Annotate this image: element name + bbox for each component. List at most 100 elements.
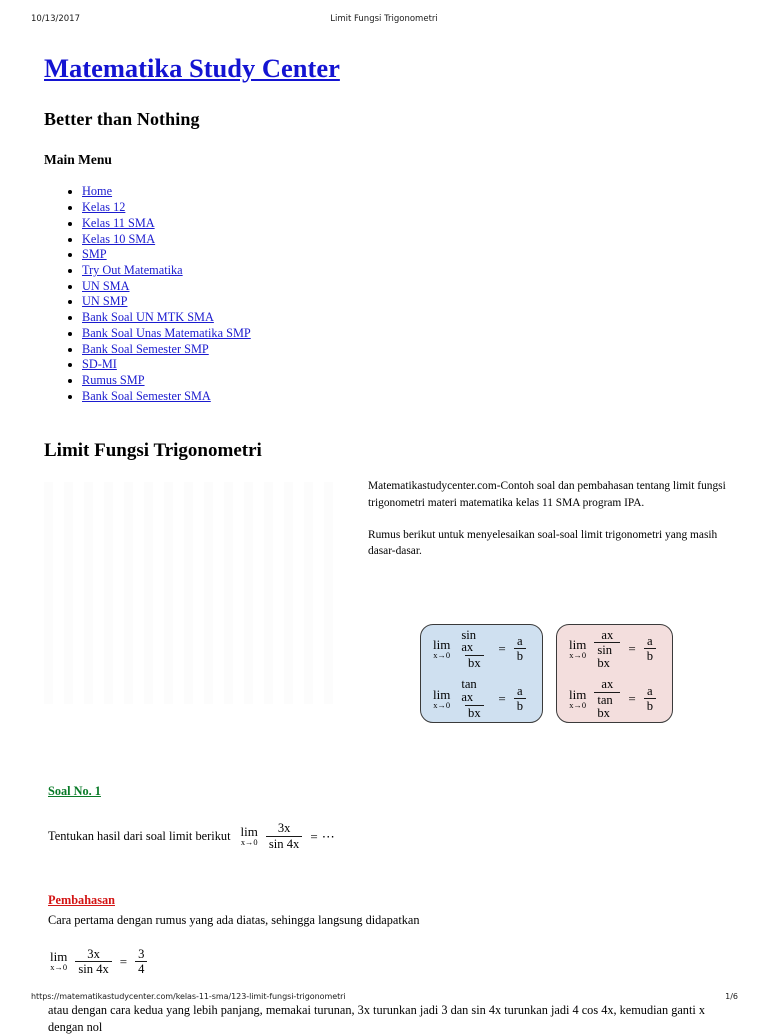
result-fraction: 3 4 xyxy=(135,946,148,976)
fraction: 3x sin 4x xyxy=(75,947,112,976)
result-denominator: b xyxy=(513,698,526,713)
limit-subscript: x→0 xyxy=(433,650,451,660)
formula-row: lim x→0 sin ax bx = a b xyxy=(433,627,530,670)
formula-boxes: lim x→0 sin ax bx = a b lim xyxy=(420,624,673,724)
fraction: ax tan bx xyxy=(594,678,621,719)
limit-op-text: lim xyxy=(50,949,68,965)
formula-box-blue: lim x→0 sin ax bx = a b lim xyxy=(420,624,543,724)
list-item: Kelas 11 SMA xyxy=(82,216,734,232)
menu-link-try-out-matematika[interactable]: Try Out Matematika xyxy=(82,262,183,277)
fraction: sin ax bx xyxy=(458,627,490,670)
result-numerator: 3 xyxy=(138,946,145,961)
equals-sign: = xyxy=(498,641,506,657)
list-item: Try Out Matematika xyxy=(82,263,734,279)
limit-operator: lim x→0 xyxy=(433,688,450,710)
menu-link-sd-mi[interactable]: SD-MI xyxy=(82,357,117,372)
limit-operator: lim x→0 xyxy=(50,950,67,972)
list-item: Kelas 10 SMA xyxy=(82,232,734,248)
result-denominator: b xyxy=(643,698,656,713)
equals-sign: = xyxy=(310,828,318,844)
print-date: 10/13/2017 xyxy=(31,14,80,24)
list-item: Rumus SMP xyxy=(82,373,734,389)
list-item: Bank Soal Semester SMP xyxy=(82,342,734,358)
result-denominator: 4 xyxy=(135,961,148,976)
fraction-numerator: 3x xyxy=(277,821,291,836)
discussion-first-line: Cara pertama dengan rumus yang ada diata… xyxy=(48,912,420,927)
site-title: Matematika Study Center xyxy=(44,53,734,83)
result-fraction: a b xyxy=(513,683,526,713)
result-fraction: a b xyxy=(513,635,526,663)
result-numerator: a xyxy=(647,633,653,648)
fraction: tan ax bx xyxy=(458,678,490,719)
fraction: 3x sin 4x xyxy=(265,821,303,851)
limit-operator: lim x→0 xyxy=(433,638,450,660)
problem-prompt: Tentukan hasil dari soal limit berikut xyxy=(48,828,231,843)
article-illustration-image xyxy=(44,482,340,705)
print-document-title: Limit Fungsi Trigonometri xyxy=(330,14,438,24)
answer-formula: lim x→0 3x sin 4x = 3 4 xyxy=(50,946,151,976)
menu-link-kelas-12[interactable]: Kelas 12 xyxy=(82,200,126,215)
formula-row: lim x→0 tan ax bx = a b xyxy=(433,678,530,719)
article-body: Matematikastudycenter.com-Contoh soal da… xyxy=(44,478,734,730)
discussion-math: lim x→0 3x sin 4x = 3 4 xyxy=(50,946,734,976)
formula-row: lim x→0 ax tan bx = a b xyxy=(569,678,660,719)
limit-operator: lim x→0 xyxy=(241,825,258,847)
equals-sign: = xyxy=(498,691,506,707)
problem-math: lim x→0 3x sin 4x = ⋯ xyxy=(241,822,336,850)
limit-subscript: x→0 xyxy=(50,963,68,973)
fraction-denominator: sin 4x xyxy=(75,961,112,976)
list-item: UN SMA xyxy=(82,279,734,295)
menu-link-un-smp[interactable]: UN SMP xyxy=(82,294,128,309)
fraction-denominator: sin 4x xyxy=(265,835,303,851)
menu-link-rumus-smp[interactable]: Rumus SMP xyxy=(82,372,145,387)
result-denominator: b xyxy=(643,648,656,663)
result-numerator: a xyxy=(647,683,653,698)
page-content: Matematika Study Center Better than Noth… xyxy=(44,44,734,1036)
menu-link-bank-soal-un-mtk-sma[interactable]: Bank Soal UN MTK SMA xyxy=(82,310,214,325)
list-item: SD-MI xyxy=(82,357,734,373)
fraction-denominator: bx xyxy=(465,704,484,720)
result-numerator: a xyxy=(517,683,523,698)
menu-link-bank-soal-semester-sma[interactable]: Bank Soal Semester SMA xyxy=(82,388,211,403)
print-header: 10/13/2017 Limit Fungsi Trigonometri xyxy=(0,14,768,30)
limit-op-text: lim xyxy=(240,824,258,840)
discussion-closing-text: atau dengan cara kedua yang lebih panjan… xyxy=(48,1002,706,1034)
menu-link-un-sma[interactable]: UN SMA xyxy=(82,278,130,293)
limit-operator: lim x→0 xyxy=(569,638,586,660)
list-item: Bank Soal Unas Matematika SMP xyxy=(82,326,734,342)
menu-link-bank-soal-semester-smp[interactable]: Bank Soal Semester SMP xyxy=(82,341,209,356)
menu-link-smp[interactable]: SMP xyxy=(82,247,107,262)
formula-row: lim x→0 ax sin bx = a b xyxy=(569,628,660,670)
fraction-numerator: sin ax xyxy=(461,627,477,655)
print-footer-url: https://matematikastudycenter.com/kelas-… xyxy=(31,992,346,1001)
limit-subscript: x→0 xyxy=(433,700,451,710)
discussion-heading: Pembahasan xyxy=(48,892,115,907)
list-item: Bank Soal UN MTK SMA xyxy=(82,310,734,326)
problem-line: Tentukan hasil dari soal limit berikut l… xyxy=(48,822,734,850)
problem-heading: Soal No. 1 xyxy=(48,784,101,799)
site-tagline: Better than Nothing xyxy=(44,109,200,130)
fraction-denominator: tan bx xyxy=(594,691,621,719)
site-title-link[interactable]: Matematika Study Center xyxy=(44,53,340,83)
menu-link-bank-soal-unas-matematika-smp[interactable]: Bank Soal Unas Matematika SMP xyxy=(82,325,251,340)
article-title: Limit Fungsi Trigonometri xyxy=(44,440,262,462)
limit-subscript: x→0 xyxy=(240,838,258,848)
limit-op-text: lim xyxy=(433,686,451,702)
list-item: SMP xyxy=(82,247,734,263)
fraction: ax sin bx xyxy=(594,628,621,670)
limit-op-text: lim xyxy=(569,636,587,652)
limit-op-text: lim xyxy=(433,636,451,652)
article-intro-paragraph: Matematikastudycenter.com-Contoh soal da… xyxy=(368,480,726,509)
menu-link-kelas-10-sma[interactable]: Kelas 10 SMA xyxy=(82,231,156,246)
limit-operator: lim x→0 xyxy=(569,688,586,710)
equals-sign: = xyxy=(628,641,636,657)
fraction-numerator: tan ax xyxy=(461,677,477,704)
result-fraction: a b xyxy=(643,683,656,713)
menu-link-kelas-11-sma[interactable]: Kelas 11 SMA xyxy=(82,215,155,230)
limit-subscript: x→0 xyxy=(569,650,587,660)
menu-link-home[interactable]: Home xyxy=(82,184,113,199)
main-menu-list: Home Kelas 12 Kelas 11 SMA Kelas 10 SMA … xyxy=(44,184,734,404)
fraction-denominator: sin bx xyxy=(594,642,621,669)
result-fraction: a b xyxy=(643,633,656,663)
list-item: Home xyxy=(82,184,734,200)
